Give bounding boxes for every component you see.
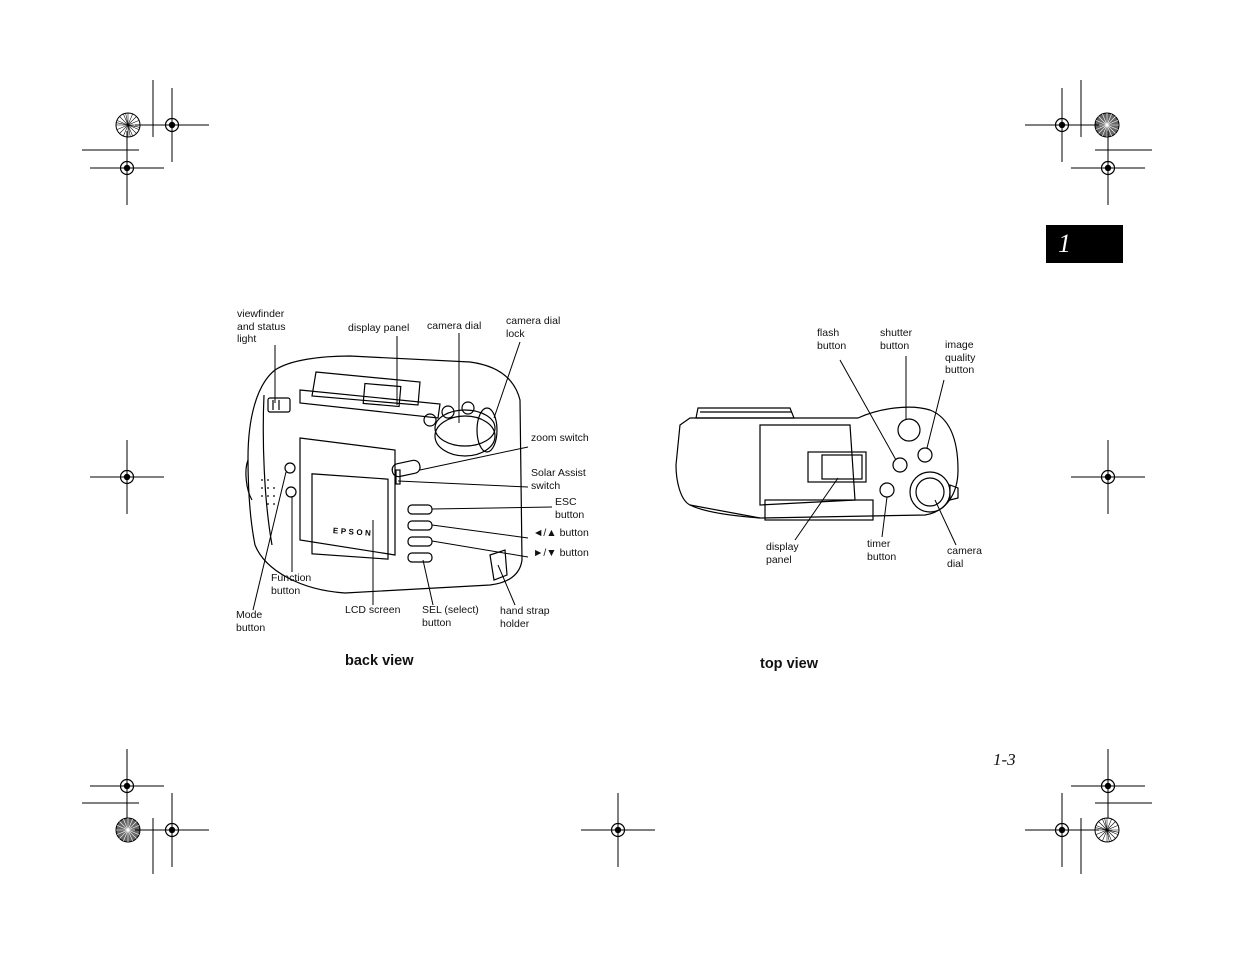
label-shutter-button: shutter button	[880, 327, 913, 352]
label-viewfinder: viewfinder and status light	[237, 308, 286, 345]
label-zoom-switch: zoom switch	[531, 432, 589, 444]
label-camera-dial-lock: camera dial lock	[506, 315, 561, 340]
registration-marks	[82, 80, 1152, 874]
label-display-panel: display panel	[348, 322, 410, 334]
caption-back-view: back view	[345, 653, 414, 669]
label-right-down-button: ►/▼ button	[533, 547, 589, 559]
camera-top-illustration	[675, 356, 959, 546]
label-camera-dial-top: camera dial	[947, 545, 983, 570]
page-number: 1-3	[993, 750, 1016, 769]
label-flash-button: flash button	[817, 327, 847, 352]
label-esc-button: ESC button	[555, 496, 585, 521]
label-left-up-button: ◄/▲ button	[533, 527, 589, 539]
label-mode-button: Mode button	[236, 609, 266, 634]
label-sel-button: SEL (select) button	[422, 604, 479, 629]
label-timer-button: timer button	[867, 538, 897, 563]
caption-top-view: top view	[760, 656, 819, 672]
label-lcd-screen: LCD screen	[345, 604, 401, 616]
chapter-tab: 1	[1046, 225, 1123, 263]
epson-brand-text: EPSON	[333, 526, 374, 538]
label-camera-dial: camera dial	[427, 320, 482, 332]
label-display-panel-top: display panel	[766, 541, 799, 566]
camera-back-illustration	[245, 333, 553, 611]
label-function-button: Function button	[271, 572, 312, 597]
label-solar-assist-switch: Solar Assist switch	[531, 467, 586, 492]
label-image-quality-button: image quality button	[945, 339, 976, 376]
label-hand-strap-holder: hand strap holder	[500, 605, 550, 630]
